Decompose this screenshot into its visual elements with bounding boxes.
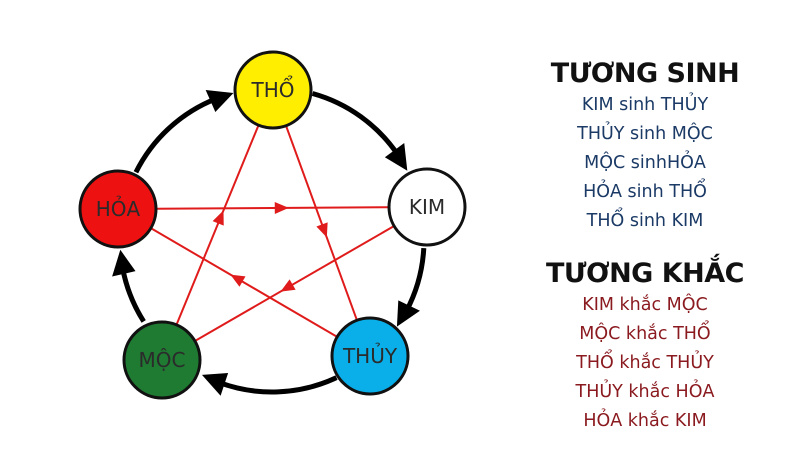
generating-cycle [112,90,427,396]
cycle-arc-tho-kim [311,91,401,157]
node-thuy: THỦY [330,316,410,396]
star-arrow-kim-moc [280,279,296,292]
tuong-khac-item: HỎA khắc KIM [583,411,707,431]
node-kim-label: KIM [409,195,445,219]
star-line-moc-tho [175,124,260,326]
node-moc-circle [122,320,202,400]
star-line-tho-thuy [285,125,358,321]
element-nodes: THỔ KIM THỦY MỘC HỎA [78,50,467,400]
tuong-khac-title: TƯƠNG KHẮC [546,258,744,289]
tuong-khac-item: KIM khắc MỘC [582,295,708,315]
star-arrow-tho-thuy [316,222,328,238]
star-arrow-hoa-kim [274,201,289,214]
star-line-kim-moc [194,225,395,342]
node-tho: THỔ [233,50,313,130]
five-elements-diagram: THỔ KIM THỦY MỘC HỎA [78,50,467,400]
cycle-arrow-moc-hoa [112,249,136,277]
tuong-sinh-item: KIM sinh THỦY [581,95,709,115]
tuong-khac-item: THỦY khắc HỎA [575,382,715,402]
cycle-arrow-kim-thuy [396,300,420,327]
tuong-sinh-item: THỔ sinh KIM [586,211,704,231]
overcoming-star [150,124,395,342]
node-moc: MỘC [122,320,202,400]
node-kim: KIM [387,167,467,247]
tuong-sinh-item: THỦY sinh MỘC [577,124,713,144]
tuong-sinh-legend: TƯƠNG SINH KIM sinh THỦY THỦY sinh MỘC M… [520,58,770,236]
cycle-arc-kim-thuy [404,247,427,313]
node-kim-circle [387,167,467,247]
star-line-thuy-hoa [150,227,338,338]
node-hoa: HỎA [78,169,158,249]
tuong-khac-item: THỔ khắc THỦY [576,353,714,373]
star-arrow-moc-tho [212,210,224,226]
tuong-sinh-title: TƯƠNG SINH [550,58,740,89]
star-arrow-thuy-hoa [230,274,246,287]
tuong-khac-legend: TƯƠNG KHẮC KIM khắc MỘC MỘC khắc THỔ THỔ… [520,258,770,436]
tuong-khac-item: MỘC khắc THỔ [579,324,711,344]
tuong-sinh-item: MỘC sinhHỎA [584,153,706,173]
node-moc-label: MỘC [139,348,186,372]
node-tho-circle [233,50,313,130]
cycle-arrow-tho-kim [384,142,408,171]
star-line-hoa-kim [155,206,390,210]
node-thuy-circle [330,316,410,396]
node-hoa-label: HỎA [96,196,141,221]
node-thuy-label: THỦY [342,343,398,368]
cycle-arrow-thuy-moc [201,372,229,396]
node-tho-label: THỔ [251,76,295,102]
cycle-arc-hoa-tho [133,96,218,174]
cycle-arc-moc-hoa [120,267,146,323]
tuong-sinh-item: HỎA sinh THỔ [583,182,707,202]
cycle-arc-thuy-moc [217,375,338,395]
cycle-arrow-hoa-tho [205,90,234,112]
node-hoa-circle [78,169,158,249]
